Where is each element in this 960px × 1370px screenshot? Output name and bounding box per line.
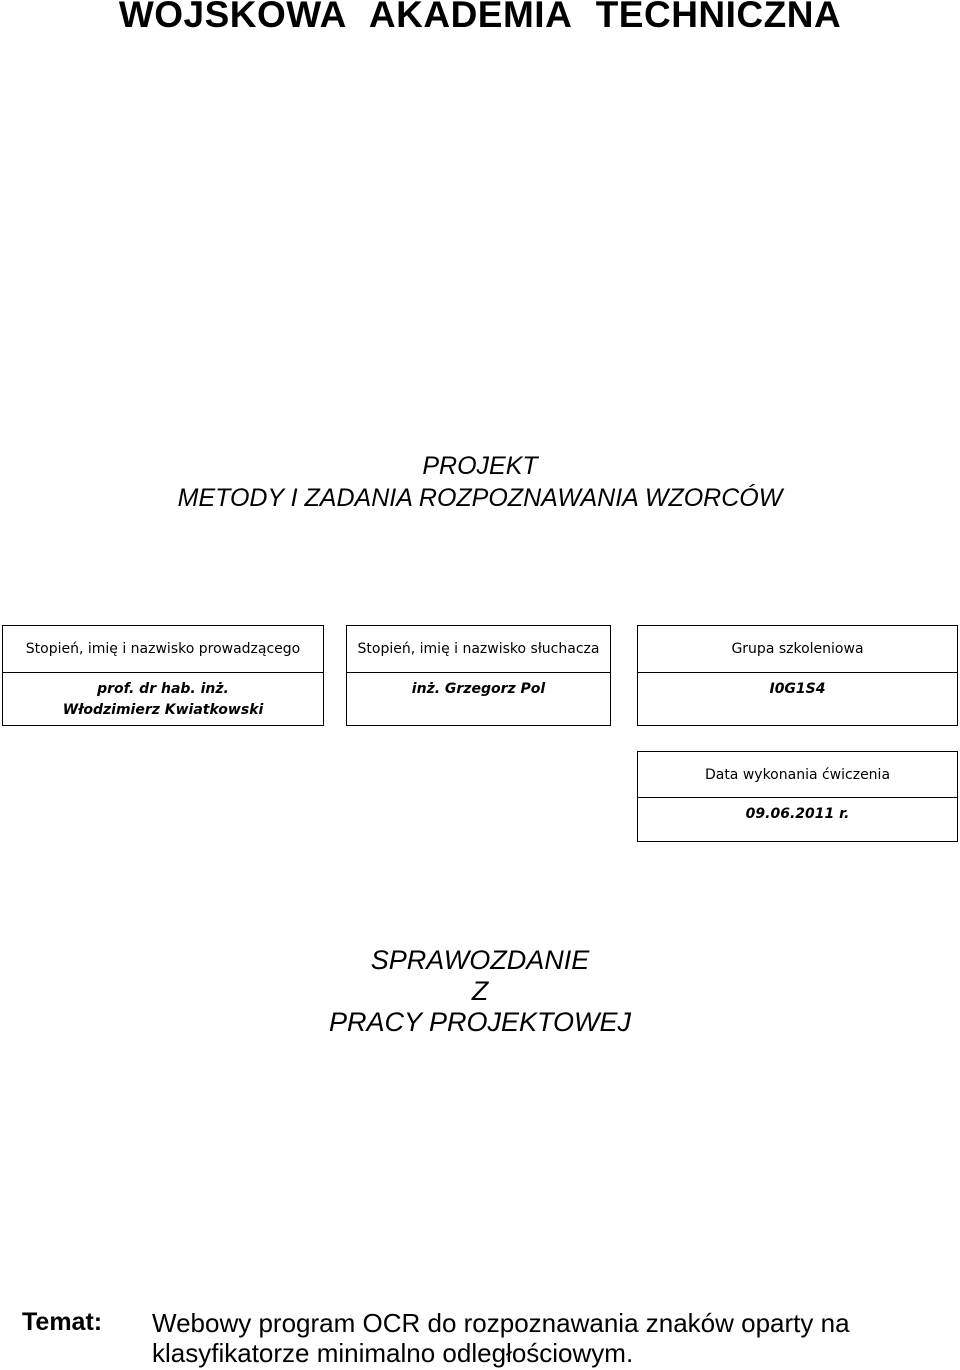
date-box: Data wykonania ćwiczenia 09.06.2011 r. (637, 751, 958, 842)
project-label: PROJEKT (422, 452, 538, 480)
topic-line-1: Webowy program OCR do rozpoznawania znak… (152, 1308, 850, 1338)
supervisor-label: Stopień, imię i nazwisko prowadzącego (3, 626, 323, 673)
student-label: Stopień, imię i nazwisko słuchacza (347, 626, 610, 673)
supervisor-value: prof. dr hab. inż. Włodzimierz Kwiatkows… (3, 673, 323, 721)
supervisor-title: prof. dr hab. inż. (97, 681, 229, 697)
topic-label: Temat: (22, 1308, 103, 1336)
project-subject: METODY I ZADANIA ROZPOZNAWANIA WZORCÓW (177, 484, 783, 512)
topic-line-2: klasyfikatorze minimalno odległościowym. (152, 1338, 634, 1368)
report-preposition: Z (471, 976, 489, 1006)
date-label: Data wykonania ćwiczenia (638, 752, 957, 798)
group-label: Grupa szkoleniowa (638, 626, 957, 673)
group-box: Grupa szkoleniowa I0G1S4 (637, 625, 958, 726)
supervisor-name: Włodzimierz Kwiatkowski (62, 702, 264, 718)
topic-text: Webowy program OCR do rozpoznawania znak… (152, 1308, 850, 1368)
date-value: 09.06.2011 r. (745, 806, 850, 822)
student-box: Stopień, imię i nazwisko słuchacza inż. … (346, 625, 611, 726)
report-title: SPRAWOZDANIE (370, 945, 590, 975)
institution-title: WOJSKOWA AKADEMIA TECHNICZNA (118, 0, 842, 35)
supervisor-box: Stopień, imię i nazwisko prowadzącego pr… (2, 625, 324, 726)
student-name: inż. Grzegorz Pol (411, 681, 546, 697)
group-value: I0G1S4 (769, 681, 826, 697)
report-subtitle: PRACY PROJEKTOWEJ (328, 1007, 632, 1037)
